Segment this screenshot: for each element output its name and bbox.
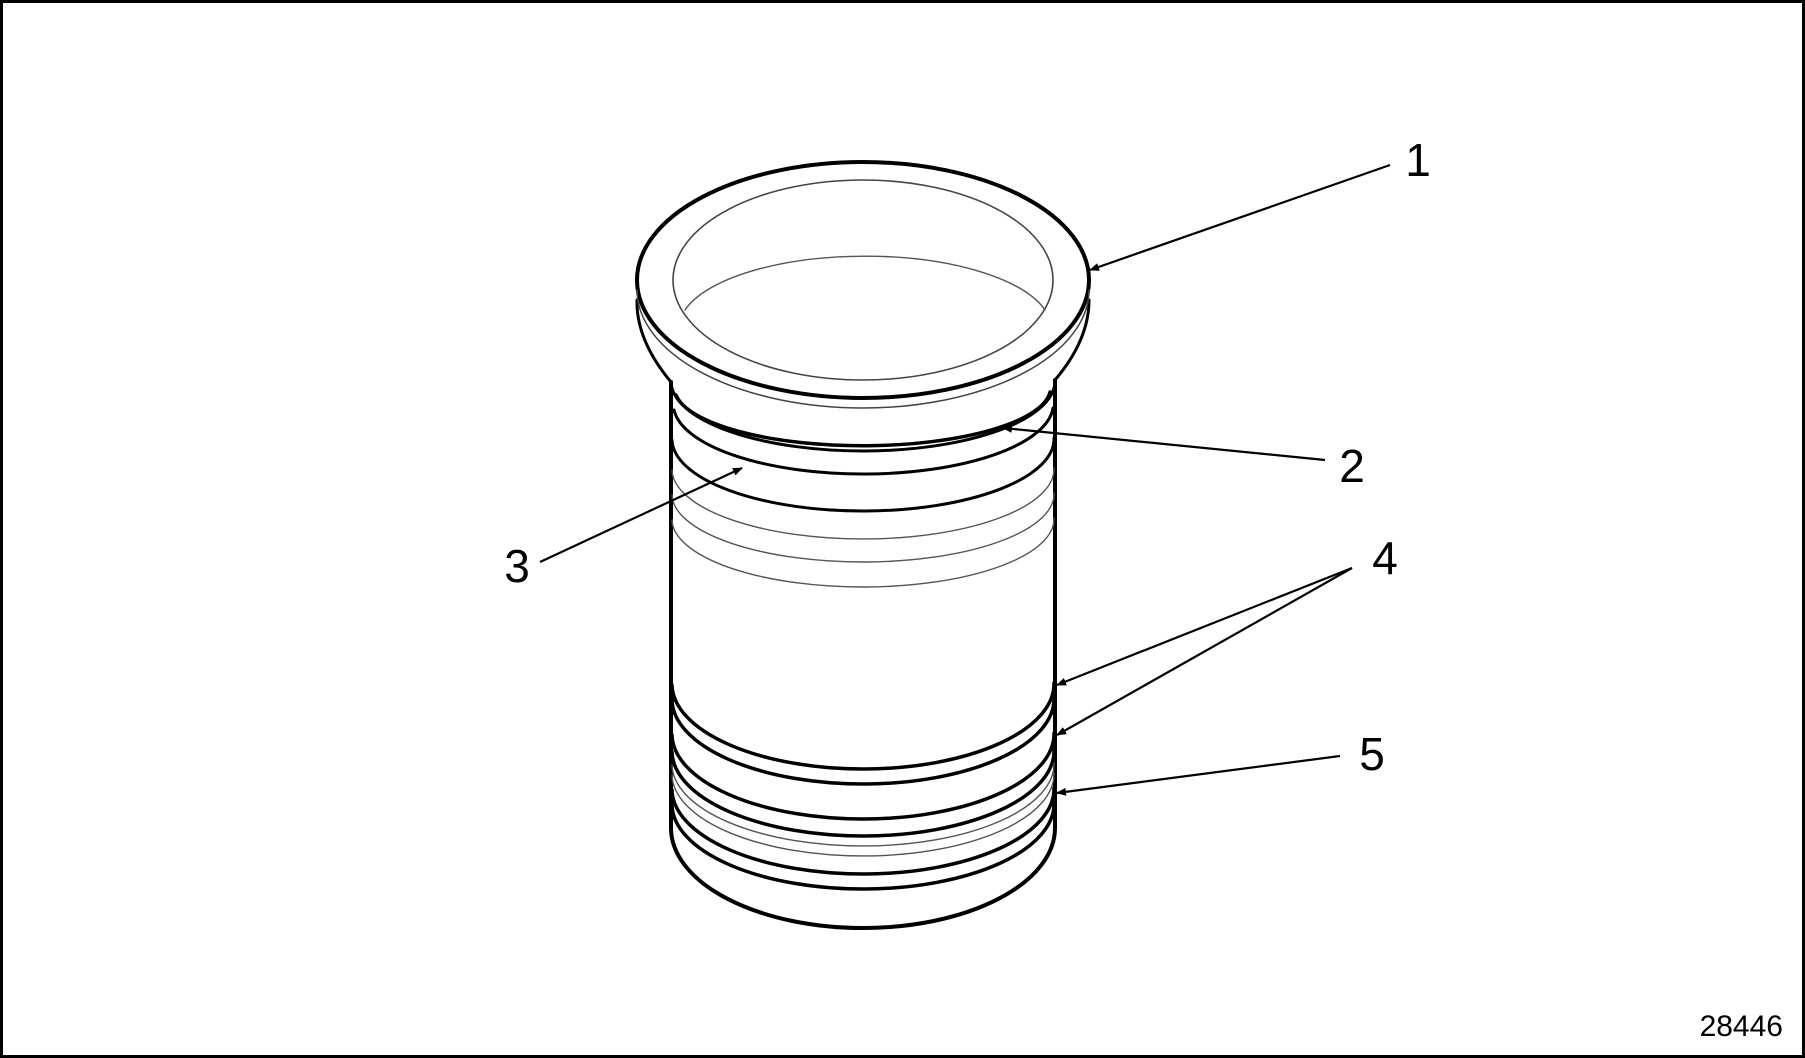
upper-band-thin-1 [671,467,1055,540]
liner-bore-inner-depth [684,255,1046,311]
leader-line-1 [1089,163,1391,272]
cylinder-liner [635,160,1091,930]
lower-groove-2-bottom [670,748,1056,838]
leader-lines [539,163,1391,796]
lower-groove-3-bottom [670,801,1056,891]
flange-lower-edge [635,298,1091,453]
flange-side-thin [636,289,1090,409]
leader-line-5 [1056,754,1341,796]
callout-label-2: 2 [1339,440,1365,492]
leader-line-2 [1002,424,1326,462]
callout-label-1: 1 [1405,134,1431,186]
callout-label-3: 3 [504,540,530,592]
liner-bottom-edge [669,826,1057,930]
callout-label-4: 4 [1372,532,1398,584]
leader-line-3 [539,467,743,563]
upper-seal-ring-bottom [670,436,1056,513]
lower-band-thin-2 [671,772,1055,857]
liner-bore-inner-rim [672,179,1054,381]
callout-label-5: 5 [1359,728,1385,780]
upper-band-thin-2 [671,492,1055,563]
figure-number: 28446 [1699,1010,1783,1043]
lower-groove-1-bottom [670,696,1056,786]
flange-top-rim [635,160,1091,400]
upper-seal-ring-top [672,406,1055,476]
lower-groove-1-top [670,681,1056,771]
leader-line-4b [1056,567,1353,736]
flange-undercut-line [674,390,1052,448]
leader-line-4a [1056,566,1353,687]
lower-groove-2-top [670,731,1056,821]
upper-band-thin-3 [671,517,1055,588]
lower-groove-3-top [670,786,1056,876]
lower-band-thin-1 [671,762,1055,847]
